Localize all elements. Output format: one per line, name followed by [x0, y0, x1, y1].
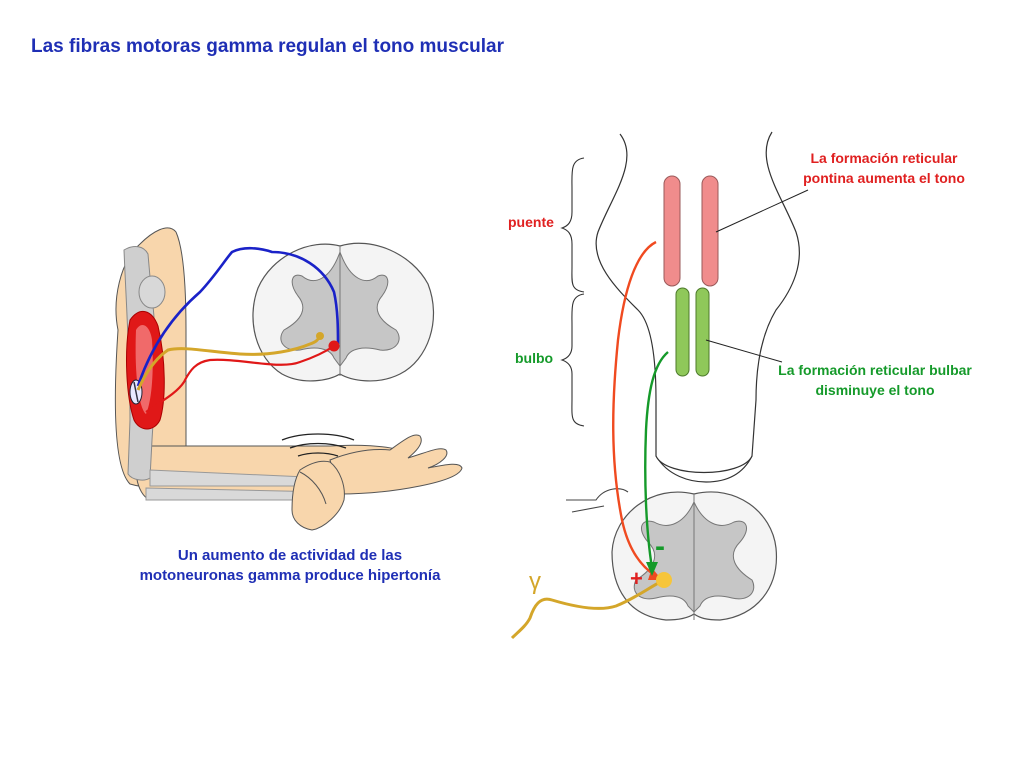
pontine-leader-line [715, 189, 809, 233]
spinal-cord-section-right [566, 488, 778, 621]
bulbar-reticular-label: La formación reticular bulbar disminuye … [748, 360, 1002, 400]
bulbo-label: bulbo [515, 350, 554, 366]
bulbar-nucleus-left [675, 287, 690, 377]
figure-caption: Un aumento de actividad de las motoneuro… [70, 546, 510, 586]
spinal-cord-section-left [252, 242, 435, 382]
arm-illustration [114, 227, 463, 531]
gamma-fiber-right [510, 578, 665, 640]
brainstem-diagram [560, 131, 809, 483]
pontine-label-line-1: La formación reticular [810, 150, 958, 166]
excitatory-plus-sign: + [630, 566, 643, 591]
gamma-motoneuron-body [316, 332, 324, 340]
bulbar-nucleus-right [695, 287, 710, 377]
puente-label: puente [508, 214, 554, 230]
bulbar-label-line-1: La formación reticular bulbar [778, 362, 972, 378]
alpha-motoneuron-body [328, 340, 340, 352]
inhibitory-minus-sign: - [655, 530, 665, 563]
pontine-nucleus-right [701, 175, 719, 287]
page-title: Las fibras motoras gamma regulan el tono… [31, 36, 505, 57]
pontine-reticulospinal-tract [612, 240, 657, 578]
bulbo-brace [560, 293, 585, 427]
bulbar-label-line-2: disminuye el tono [815, 382, 935, 398]
bulbar-leader-line [705, 339, 783, 363]
bulbar-reticulospinal-tract [644, 351, 669, 569]
descending-pathways [510, 240, 672, 640]
pontine-label-line-2: pontina aumenta el tono [803, 170, 965, 186]
nerve-fibers-left [136, 246, 340, 413]
puente-brace [560, 157, 585, 293]
pontine-reticular-label: La formación reticular pontina aumenta e… [772, 148, 996, 188]
gamma-motoneuron-right [656, 572, 672, 588]
gamma-symbol: γ [529, 568, 541, 595]
caption-line-1: Un aumento de actividad de las [177, 547, 403, 564]
caption-line-2: motoneuronas gamma produce hipertonía [139, 567, 441, 584]
pontine-nucleus-left [663, 175, 681, 287]
